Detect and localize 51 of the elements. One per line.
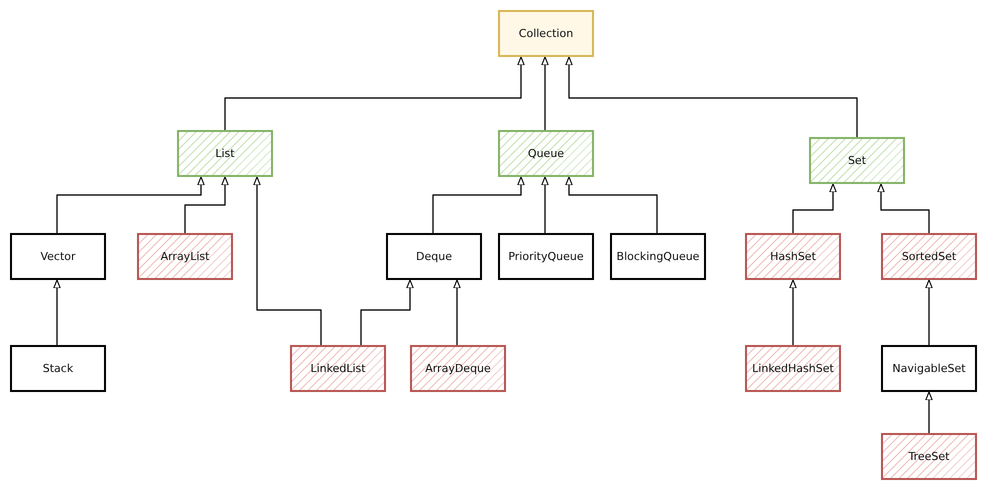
class-name: ArrayDeque <box>425 362 491 375</box>
class-name: Set <box>848 154 866 167</box>
inheritance-arrow <box>925 391 933 433</box>
inheritance-arrow <box>224 56 525 130</box>
implementation-class-box <box>881 433 977 480</box>
class-box <box>10 345 106 392</box>
class-name: ArrayList <box>160 250 210 263</box>
inheritance-arrow <box>53 279 61 345</box>
implementation-class-box <box>745 345 841 392</box>
class-name: PriorityQueue <box>508 250 584 263</box>
implementation-class-box <box>137 233 233 280</box>
interface-box <box>177 130 273 177</box>
implementation-class-box <box>881 233 977 280</box>
class-name: LinkedHashSet <box>752 362 834 375</box>
inheritance-arrow <box>789 279 797 345</box>
implementation-class-box <box>290 345 386 392</box>
class-name: SortedSet <box>902 250 956 263</box>
interface-box <box>498 130 594 177</box>
class-name: HashSet <box>770 250 816 263</box>
inheritance-arrow <box>432 176 525 233</box>
inheritance-arrow <box>541 56 549 130</box>
class-name: Stack <box>42 362 74 375</box>
class-name: BlockingQueue <box>616 250 700 263</box>
root-class-box <box>498 10 594 57</box>
class-name: LinkedList <box>310 362 366 375</box>
inheritance-arrow <box>184 176 229 233</box>
inheritance-arrow <box>792 183 837 233</box>
inheritance-arrow <box>925 279 933 345</box>
inheritance-arrow <box>565 176 658 233</box>
interface-box <box>809 137 905 184</box>
inheritance-arrow <box>877 183 930 233</box>
class-box <box>498 233 594 280</box>
inheritance-arrow <box>56 176 205 233</box>
inheritance-arrow <box>360 279 414 345</box>
class-name: Queue <box>528 147 564 160</box>
class-box <box>386 233 482 280</box>
inheritance-arrow <box>253 176 322 345</box>
class-name: Vector <box>40 250 76 263</box>
class-name: NavigableSet <box>892 362 966 375</box>
class-name: List <box>215 147 235 160</box>
implementation-class-box <box>410 345 506 392</box>
implementation-class-box <box>745 233 841 280</box>
class-name: Collection <box>518 27 574 40</box>
inheritance-arrow <box>453 279 461 345</box>
inheritance-arrow <box>541 176 549 233</box>
class-name: TreeSet <box>908 450 950 463</box>
class-box <box>10 233 106 280</box>
inheritance-arrow <box>565 56 858 137</box>
class-name: Deque <box>416 250 452 263</box>
class-box <box>610 233 706 280</box>
class-box <box>881 345 977 392</box>
